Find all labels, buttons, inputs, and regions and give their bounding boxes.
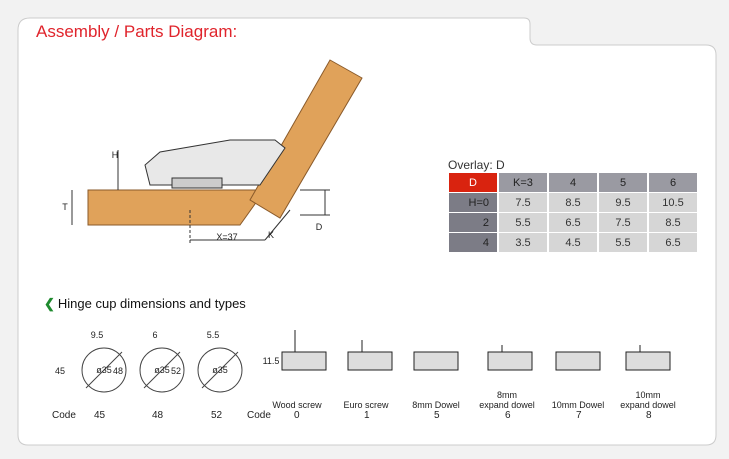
- hinge-assembly-drawing: [71, 59, 363, 245]
- cell: 4.5: [549, 233, 597, 252]
- label-h: H: [111, 150, 119, 160]
- cup-code: 45: [94, 410, 106, 421]
- type-code: 5: [434, 410, 440, 421]
- overlay-label: Overlay: D: [448, 158, 505, 172]
- type-code: 0: [294, 410, 300, 421]
- row-header: 2: [449, 213, 497, 232]
- type-code: 6: [505, 410, 511, 421]
- hinge-cup-drawings: [81, 347, 243, 393]
- type-code: 7: [576, 410, 582, 421]
- cup-height: 45: [54, 366, 65, 376]
- label-k: K: [267, 230, 274, 240]
- row-header: H=0: [449, 193, 497, 212]
- type-code: 1: [364, 410, 370, 421]
- cup-code: 48: [152, 410, 164, 421]
- cell: 8.5: [549, 193, 597, 212]
- code-label: Code: [52, 410, 76, 421]
- cup-depth: 11.5: [262, 356, 280, 366]
- type-code: 8: [646, 410, 652, 421]
- label-t: T: [62, 202, 68, 212]
- cup-diameter: ø35: [96, 365, 112, 375]
- corner-cell: D: [449, 173, 497, 192]
- col-header: 6: [649, 173, 697, 192]
- cup-height: 48: [112, 366, 123, 376]
- cell: 5.5: [499, 213, 547, 232]
- cell: 10.5: [649, 193, 697, 212]
- chevron-left-icon: ❮: [44, 296, 55, 311]
- cell: 7.5: [599, 213, 647, 232]
- page-title: Assembly / Parts Diagram:: [36, 22, 238, 41]
- cup-type-drawings: [281, 330, 671, 371]
- cell: 3.5: [499, 233, 547, 252]
- cell: 6.5: [649, 233, 697, 252]
- label-x: X=37: [216, 232, 238, 242]
- cell: 8.5: [649, 213, 697, 232]
- cup-offset: 9.5: [90, 330, 104, 340]
- cell: 6.5: [549, 213, 597, 232]
- cell: 7.5: [499, 193, 547, 212]
- cell: 5.5: [599, 233, 647, 252]
- cup-offset: 6: [152, 330, 158, 340]
- cup-diameter: ø35: [154, 365, 170, 375]
- type-name: 8mm expand dowel: [479, 390, 535, 410]
- cell: 9.5: [599, 193, 647, 212]
- cup-diameter: ø35: [212, 365, 228, 375]
- col-header: 5: [599, 173, 647, 192]
- type-name: Wood screw: [272, 400, 322, 410]
- type-name: 8mm Dowel: [412, 400, 460, 410]
- label-d: D: [315, 222, 323, 232]
- cup-height: 52: [170, 366, 181, 376]
- section-title: Hinge cup dimensions and types: [57, 296, 246, 311]
- type-name: 10mm expand dowel: [620, 390, 676, 410]
- code-label: Code: [247, 410, 271, 421]
- type-name: Euro screw: [343, 400, 389, 410]
- row-header: 4: [449, 233, 497, 252]
- col-header: 4: [549, 173, 597, 192]
- cup-offset: 5.5: [206, 330, 220, 340]
- type-name: 10mm Dowel: [551, 400, 605, 410]
- section-heading: ❮Hinge cup dimensions and types: [44, 296, 246, 312]
- col-header: K=3: [499, 173, 547, 192]
- cup-code: 52: [211, 410, 223, 421]
